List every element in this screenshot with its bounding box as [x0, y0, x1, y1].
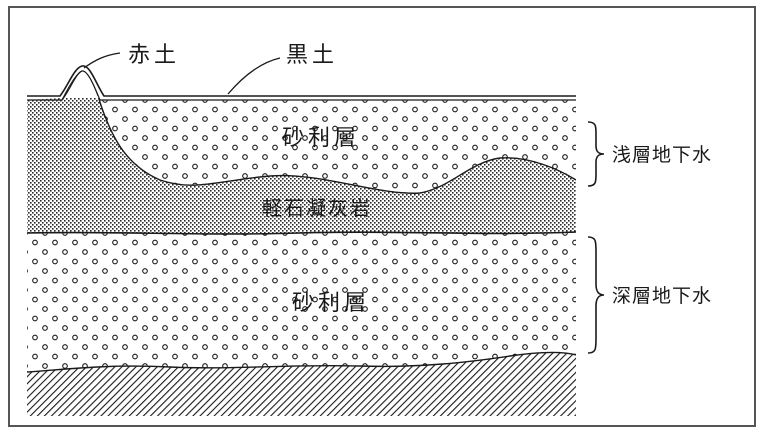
- black-soil-label: 黒土: [286, 43, 338, 68]
- red-soil-label: 赤土: [128, 43, 180, 68]
- shallow-groundwater-label: 浅層地下水: [612, 144, 712, 166]
- black-soil-surface: [27, 65, 576, 97]
- red-soil-base: [27, 98, 62, 120]
- pumice-tuff-layer: [27, 98, 576, 233]
- upper-gravel-label: 砂利層: [282, 126, 360, 151]
- red-soil-mound: [61, 70, 99, 101]
- lower-gravel-label: 砂利層: [292, 291, 370, 316]
- figure-frame: [8, 6, 756, 427]
- shallow-groundwater-brace: [587, 121, 605, 187]
- pumice-tuff-label: 軽石凝灰岩: [262, 196, 372, 220]
- bedrock-layer: [27, 352, 576, 416]
- black-soil-leader: [227, 57, 281, 95]
- gravel-tuff-boundary: [97, 98, 576, 194]
- upper-gravel-layer: [98, 98, 576, 194]
- deep-groundwater-brace: [587, 236, 605, 354]
- deep-groundwater-label: 深層地下水: [612, 285, 712, 307]
- gravel-bedrock-boundary: [27, 351, 576, 373]
- lower-gravel-layer: [27, 233, 576, 372]
- tuff-gravel-boundary: [27, 231, 576, 235]
- red-soil-leader: [83, 52, 121, 69]
